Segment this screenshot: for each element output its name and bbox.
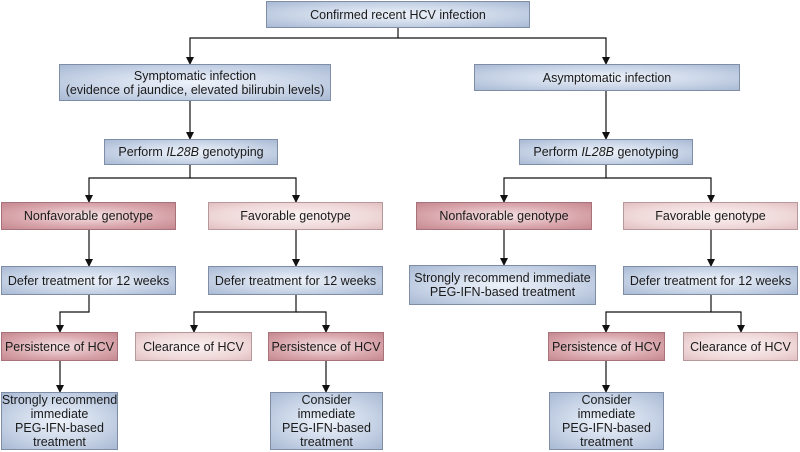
left-defer-a-node: Defer treatment for 12 weeks xyxy=(1,266,176,295)
right-nonfavorable-label: Nonfavorable genotype xyxy=(439,209,569,223)
right-recommend-line-1: Strongly recommend immediate xyxy=(414,271,591,285)
left-consider-line-4: treatment xyxy=(300,435,353,449)
symptomatic-subtitle: (evidence of jaundice, elevated bilirubi… xyxy=(65,82,325,97)
right-genotyping-label: Perform IL28B genotyping xyxy=(533,145,679,159)
left-nonfavorable-genotype-node: Nonfavorable genotype xyxy=(1,202,176,230)
left-consider-line-1: Consider xyxy=(301,393,352,407)
left-recommend-line-3: PEG-IFN-based xyxy=(15,421,104,435)
left-persistence-a-label: Persistence of HCV xyxy=(4,339,115,354)
right-consider-line-1: Consider xyxy=(581,393,632,407)
left-recommend-line-2: immediate xyxy=(30,407,89,421)
asymptomatic-infection-node: Asymptomatic infection xyxy=(474,64,740,91)
left-recommend-line-1: Strongly recommend xyxy=(1,393,118,407)
left-persistence-b-label: Persistence of HCV xyxy=(271,339,381,354)
left-clearance-node: Clearance of HCV xyxy=(135,332,252,361)
right-genotyping-node: Perform IL28B genotyping xyxy=(519,139,693,165)
right-persistence-node: Persistence of HCV xyxy=(548,332,665,361)
left-consider-line-2: immediate xyxy=(297,407,356,421)
right-favorable-genotype-node: Favorable genotype xyxy=(623,202,798,230)
right-recommend-line-2: PEG-IFN-based treatment xyxy=(429,285,576,299)
left-persistence-b-node: Persistence of HCV xyxy=(268,332,384,361)
left-defer-b-label: Defer treatment for 12 weeks xyxy=(214,273,377,288)
left-recommend-node: Strongly recommend immediate PEG-IFN-bas… xyxy=(1,392,118,450)
right-clearance-node: Clearance of HCV xyxy=(683,332,798,361)
right-persistence-label: Persistence of HCV xyxy=(551,339,662,354)
left-nonfavorable-label: Nonfavorable genotype xyxy=(23,209,154,223)
right-consider-line-4: treatment xyxy=(580,435,633,449)
left-favorable-genotype-node: Favorable genotype xyxy=(208,202,383,230)
left-persistence-a-node: Persistence of HCV xyxy=(1,332,118,361)
left-recommend-line-4: treatment xyxy=(33,435,86,449)
symptomatic-title: Symptomatic infection xyxy=(133,68,257,83)
left-genotyping-label: Perform IL28B genotyping xyxy=(118,145,264,159)
right-consider-line-2: immediate xyxy=(577,407,636,421)
left-genotyping-node: Perform IL28B genotyping xyxy=(104,139,278,165)
root-node: Confirmed recent HCV infection xyxy=(266,1,530,28)
left-favorable-label: Favorable genotype xyxy=(240,209,351,223)
left-consider-node: Consider immediate PEG-IFN-based treatme… xyxy=(270,392,383,450)
right-favorable-label: Favorable genotype xyxy=(655,209,766,223)
right-recommend-node: Strongly recommend immediate PEG-IFN-bas… xyxy=(409,265,596,305)
right-consider-line-3: PEG-IFN-based xyxy=(562,421,651,435)
right-defer-label: Defer treatment for 12 weeks xyxy=(629,273,792,288)
right-consider-node: Consider immediate PEG-IFN-based treatme… xyxy=(549,392,664,450)
left-defer-a-label: Defer treatment for 12 weeks xyxy=(7,273,170,288)
asymptomatic-title: Asymptomatic infection xyxy=(542,70,672,85)
left-defer-b-node: Defer treatment for 12 weeks xyxy=(208,266,383,295)
symptomatic-infection-node: Symptomatic infection (evidence of jaund… xyxy=(59,64,331,101)
right-nonfavorable-genotype-node: Nonfavorable genotype xyxy=(416,202,592,230)
left-consider-line-3: PEG-IFN-based xyxy=(282,421,371,435)
root-label: Confirmed recent HCV infection xyxy=(310,7,486,22)
left-clearance-label: Clearance of HCV xyxy=(143,339,244,354)
right-clearance-label: Clearance of HCV xyxy=(690,339,791,354)
right-defer-node: Defer treatment for 12 weeks xyxy=(623,266,798,295)
